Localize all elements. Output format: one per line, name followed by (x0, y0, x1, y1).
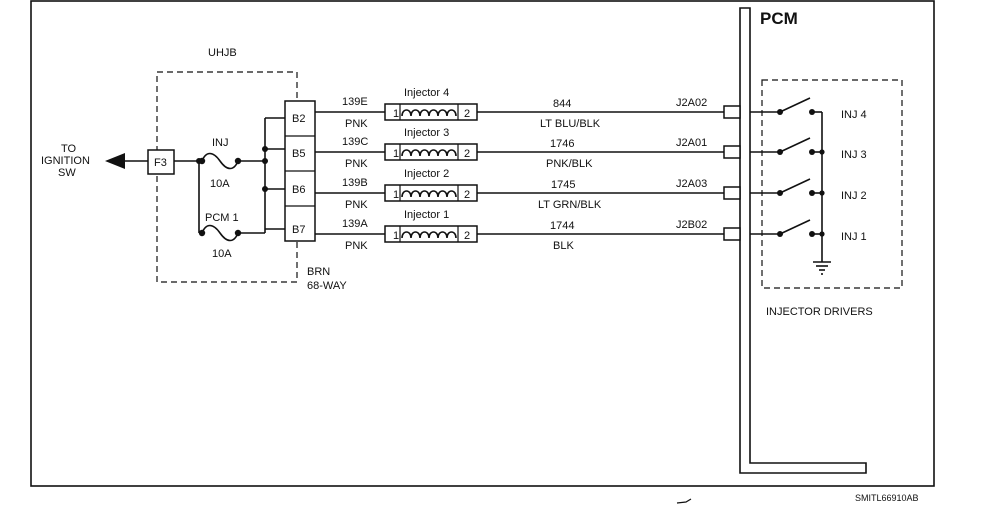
driver-label: INJ 1 (841, 231, 867, 243)
circuit-out-number: 1746 (550, 138, 574, 150)
diagram-frame (30, 0, 935, 487)
switch-icon (779, 178, 811, 194)
pcm-pin: J2A02 (676, 97, 707, 109)
switch-icon (779, 137, 811, 153)
pcm-pin-box (723, 145, 741, 159)
injector-name: Injector 3 (404, 127, 449, 139)
source-line2: IGNITION (41, 155, 90, 167)
wire-color-in: PNK (345, 199, 368, 211)
fuse-pcm1-name: PCM 1 (205, 212, 239, 224)
circuit-out-number: 1745 (551, 179, 575, 191)
injector-circuit-row: 139C PNK 1 2 Injector 3 1746 PNK/BLK J2A… (315, 127, 741, 170)
pcm-pin-box (723, 227, 741, 241)
injector-name: Injector 4 (404, 87, 449, 99)
fuse-inj-rating: 10A (210, 178, 230, 190)
injector-circuit-row: 139B PNK 1 2 Injector 2 1745 LT GRN/BLK … (315, 168, 741, 211)
injector-term2: 2 (464, 230, 470, 242)
coil-icon (401, 109, 457, 117)
driver-label: INJ 2 (841, 190, 867, 202)
coil-icon (401, 190, 457, 198)
pin-b6: B6 (292, 184, 305, 196)
wire-color-out: LT GRN/BLK (538, 199, 602, 211)
f3-connector-label: F3 (154, 157, 167, 169)
pin-b5: B5 (292, 148, 305, 160)
driver-label: INJ 4 (841, 109, 867, 121)
connector-desc-line1: BRN (307, 266, 330, 278)
coil-icon (401, 231, 457, 239)
injector-term1: 1 (393, 108, 399, 120)
pcm-pin-box (723, 186, 741, 200)
wire-color-in: PNK (345, 118, 368, 130)
wire-color-out: BLK (553, 240, 574, 252)
injector-term1: 1 (393, 230, 399, 242)
fuse-icon (198, 152, 242, 170)
injector-circuit-row: 139A PNK 1 2 Injector 1 1744 BLK J2B02 (315, 209, 741, 252)
injector-term2: 2 (464, 189, 470, 201)
pin-b2: B2 (292, 113, 305, 125)
coil-icon (401, 149, 457, 157)
fuse-pcm1-rating: 10A (212, 248, 232, 260)
switch-icon (779, 97, 811, 113)
circuit-out-number: 1744 (550, 220, 574, 232)
wire-color-in: PNK (345, 240, 368, 252)
injector-driver: INJ 2 (750, 178, 867, 202)
pcm-pin: J2A03 (676, 178, 707, 190)
injector-term2: 2 (464, 108, 470, 120)
switch-icon (779, 219, 811, 235)
pin-b7: B7 (292, 224, 305, 236)
ground-icon (813, 261, 831, 275)
connector-desc-line2: 68-WAY (307, 280, 347, 292)
injector-name: Injector 2 (404, 168, 449, 180)
arrow-left-icon (105, 153, 148, 169)
pcm-pin: J2B02 (676, 219, 707, 231)
circuit-number: 139A (342, 218, 368, 230)
wire-color-out: LT BLU/BLK (540, 118, 601, 130)
injector-driver: INJ 4 (750, 97, 867, 121)
circuit-out-number: 844 (553, 98, 571, 110)
circuit-number: 139B (342, 177, 368, 189)
circuit-number: 139E (342, 96, 368, 108)
injector-drivers-box (761, 79, 903, 289)
injector-driver: INJ 1 (750, 219, 867, 243)
fuse-icon (198, 224, 242, 242)
stray-mark (676, 498, 692, 504)
wire-color-in: PNK (345, 158, 368, 170)
injector-term2: 2 (464, 148, 470, 160)
injector-name: Injector 1 (404, 209, 449, 221)
injector-driver: INJ 3 (750, 137, 867, 161)
pcm-outline (739, 7, 867, 474)
pcm-pin: J2A01 (676, 137, 707, 149)
source-line1: TO (61, 143, 77, 155)
driver-label: INJ 3 (841, 149, 867, 161)
figure-id: SMITL66910AB (855, 493, 919, 503)
injector-circuit-row: 139E PNK 1 2 Injector 4 844 LT BLU/BLK J… (315, 87, 741, 130)
uhjb-label: UHJB (208, 47, 237, 59)
injector-drivers-label: INJECTOR DRIVERS (766, 306, 873, 318)
injector-term1: 1 (393, 148, 399, 160)
source-line3: SW (58, 167, 76, 179)
injector-term1: 1 (393, 189, 399, 201)
f3-connector-box (147, 149, 175, 175)
circuit-number: 139C (342, 136, 368, 148)
pcm-pin-box (723, 105, 741, 119)
wire-color-out: PNK/BLK (546, 158, 593, 170)
fuse-inj-name: INJ (212, 137, 229, 149)
pcm-title: PCM (760, 9, 798, 28)
